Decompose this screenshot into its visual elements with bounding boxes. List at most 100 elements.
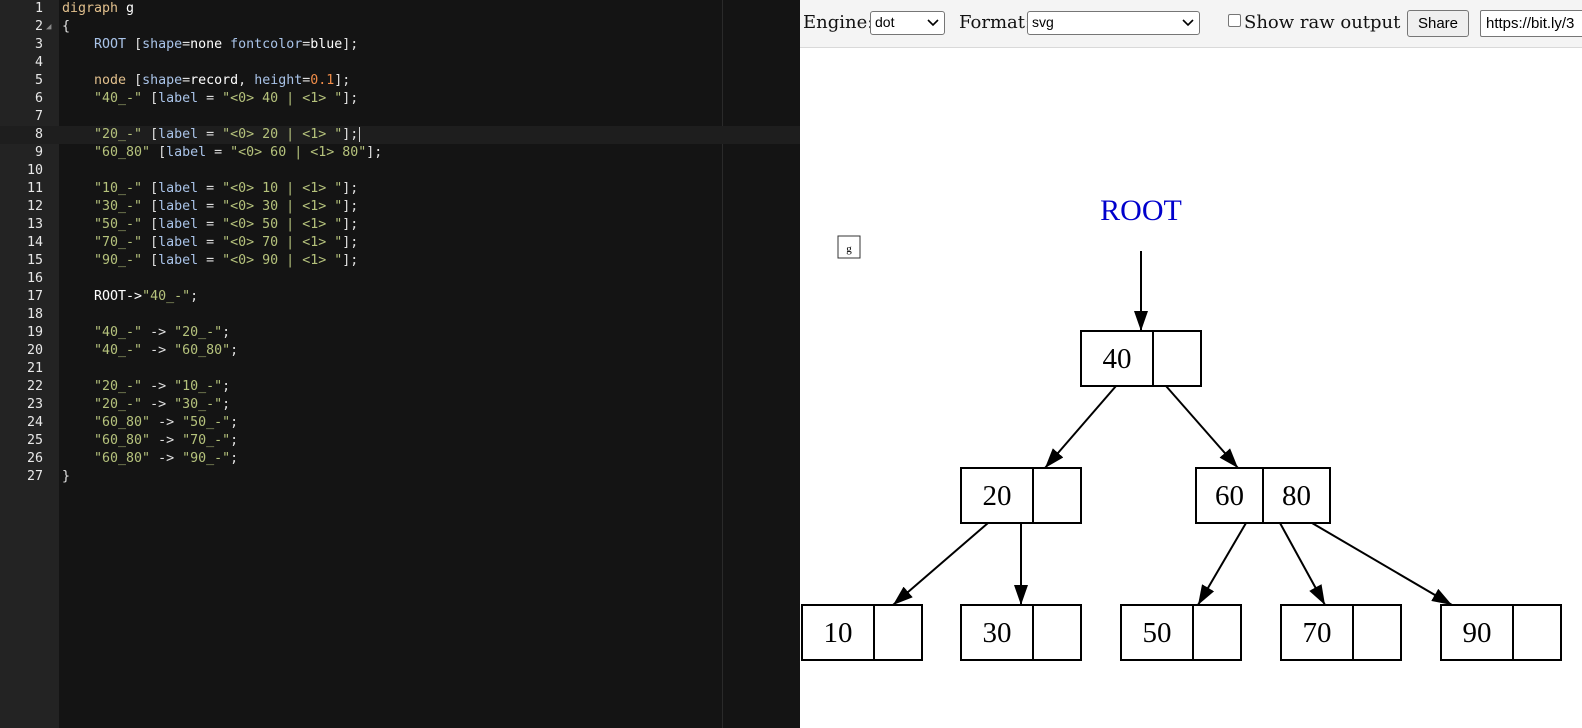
line-number: 22: [26, 379, 43, 394]
record-cell: [1192, 604, 1242, 661]
show-raw-output-checkbox[interactable]: [1228, 14, 1241, 27]
code-token: ;: [222, 325, 231, 340]
code-token: none: [190, 37, 231, 52]
show-raw-output-label[interactable]: Show raw output: [1244, 12, 1401, 33]
code-token: blue: [310, 37, 343, 52]
code-line[interactable]: 5 node [shape=record, height=0.1];: [0, 72, 800, 90]
code-token: ];: [342, 253, 359, 268]
code-line[interactable]: 4: [0, 54, 800, 72]
code-token: ];: [334, 73, 351, 88]
code-line[interactable]: 16: [0, 270, 800, 288]
code-text: node [shape=record, height=0.1];: [62, 72, 350, 90]
code-token: ->: [150, 451, 183, 466]
code-line[interactable]: 23 "20_-" -> "30_-";: [0, 396, 800, 414]
code-line[interactable]: 6 "40_-" [label = "<0> 40 | <1> "];: [0, 90, 800, 108]
code-token: [: [150, 91, 159, 106]
code-token: "30_-": [174, 397, 223, 412]
code-token: shape: [142, 73, 183, 88]
code-line[interactable]: 26 "60_80" -> "90_-";: [0, 450, 800, 468]
code-line[interactable]: 1 digraph g: [0, 0, 800, 18]
code-token: =: [198, 199, 223, 214]
code-token: "<0> 30 | <1> ": [222, 199, 343, 214]
code-token: [: [150, 127, 159, 142]
code-token: ];: [342, 235, 359, 250]
code-line[interactable]: 24 "60_80" -> "50_-";: [0, 414, 800, 432]
code-line[interactable]: 20 "40_-" -> "60_80";: [0, 342, 800, 360]
code-token: "<0> 20 | <1> ": [222, 127, 343, 142]
code-token: =: [198, 217, 223, 232]
fold-arrow-icon[interactable]: ◢: [46, 22, 52, 32]
code-token: ];: [342, 91, 359, 106]
graph-title: g: [846, 243, 852, 255]
share-button[interactable]: Share: [1407, 10, 1469, 37]
line-number: 23: [26, 397, 43, 412]
code-line[interactable]: 13 "50_-" [label = "<0> 50 | <1> "];: [0, 216, 800, 234]
code-text: digraph g: [62, 0, 134, 18]
engine-select[interactable]: dot: [870, 11, 945, 35]
record-cell: [1280, 604, 1354, 661]
code-token: =: [206, 145, 231, 160]
code-token: "90_-": [62, 253, 151, 268]
code-line[interactable]: 7: [0, 108, 800, 126]
code-token: label: [158, 253, 199, 268]
code-line[interactable]: 10: [0, 162, 800, 180]
code-token: =: [302, 73, 311, 88]
line-number: 1: [34, 1, 43, 16]
line-number: 16: [26, 271, 43, 286]
code-token: "50_-": [62, 217, 151, 232]
code-token: =: [198, 235, 223, 250]
share-url-field[interactable]: https://bit.ly/3: [1480, 10, 1582, 37]
line-number: 12: [26, 199, 43, 214]
record-cell-label: 60: [1215, 480, 1244, 512]
record-cell-label: 50: [1143, 617, 1172, 649]
code-line[interactable]: 14 "70_-" [label = "<0> 70 | <1> "];: [0, 234, 800, 252]
code-token: label: [158, 127, 199, 142]
code-token: "70_-": [62, 235, 151, 250]
code-token: "40_-": [62, 325, 143, 340]
code-token: "90_-": [182, 451, 231, 466]
code-token: [: [150, 199, 159, 214]
code-token: height: [254, 73, 303, 88]
code-line[interactable]: 8 "20_-" [label = "<0> 20 | <1> "];: [0, 126, 800, 144]
code-token: [: [150, 217, 159, 232]
code-token: shape: [142, 37, 183, 52]
graph-title-box: g: [837, 235, 861, 259]
code-token: [: [134, 73, 143, 88]
code-token: ->: [150, 415, 183, 430]
code-line[interactable]: 2◢{: [0, 18, 800, 36]
code-line[interactable]: 27}: [0, 468, 800, 486]
code-token: "70_-": [182, 433, 231, 448]
code-token: }: [62, 469, 71, 484]
code-line[interactable]: 3 ROOT [shape=none fontcolor=blue];: [0, 36, 800, 54]
record-cell: [1262, 467, 1331, 524]
record-cell-label: 20: [983, 480, 1012, 512]
code-line[interactable]: 17 ROOT->"40_-";: [0, 288, 800, 306]
code-token: "<0> 90 | <1> ": [222, 253, 343, 268]
format-select[interactable]: svg: [1027, 11, 1200, 35]
code-token: label: [158, 91, 199, 106]
line-number: 19: [26, 325, 43, 340]
code-token: =: [198, 181, 223, 196]
graph-node: 30: [960, 604, 1082, 661]
code-line[interactable]: 18: [0, 306, 800, 324]
line-number: 25: [26, 433, 43, 448]
code-line[interactable]: 25 "60_80" -> "70_-";: [0, 432, 800, 450]
code-line[interactable]: 15 "90_-" [label = "<0> 90 | <1> "];: [0, 252, 800, 270]
line-number: 3: [34, 37, 43, 52]
graph-node: 90: [1440, 604, 1562, 661]
code-line[interactable]: 22 "20_-" -> "10_-";: [0, 378, 800, 396]
code-line[interactable]: 19 "40_-" -> "20_-";: [0, 324, 800, 342]
code-line[interactable]: 12 "30_-" [label = "<0> 30 | <1> "];: [0, 198, 800, 216]
line-number: 2: [34, 19, 43, 34]
code-token: ];: [342, 181, 359, 196]
code-line[interactable]: 9 "60_80" [label = "<0> 60 | <1> 80"];: [0, 144, 800, 162]
code-line[interactable]: 21: [0, 360, 800, 378]
code-token: ;: [190, 289, 199, 304]
code-token: "<0> 70 | <1> ": [222, 235, 343, 250]
code-text: }: [62, 468, 70, 486]
code-line[interactable]: 11 "10_-" [label = "<0> 10 | <1> "];: [0, 180, 800, 198]
line-number-gutter: [0, 0, 59, 728]
